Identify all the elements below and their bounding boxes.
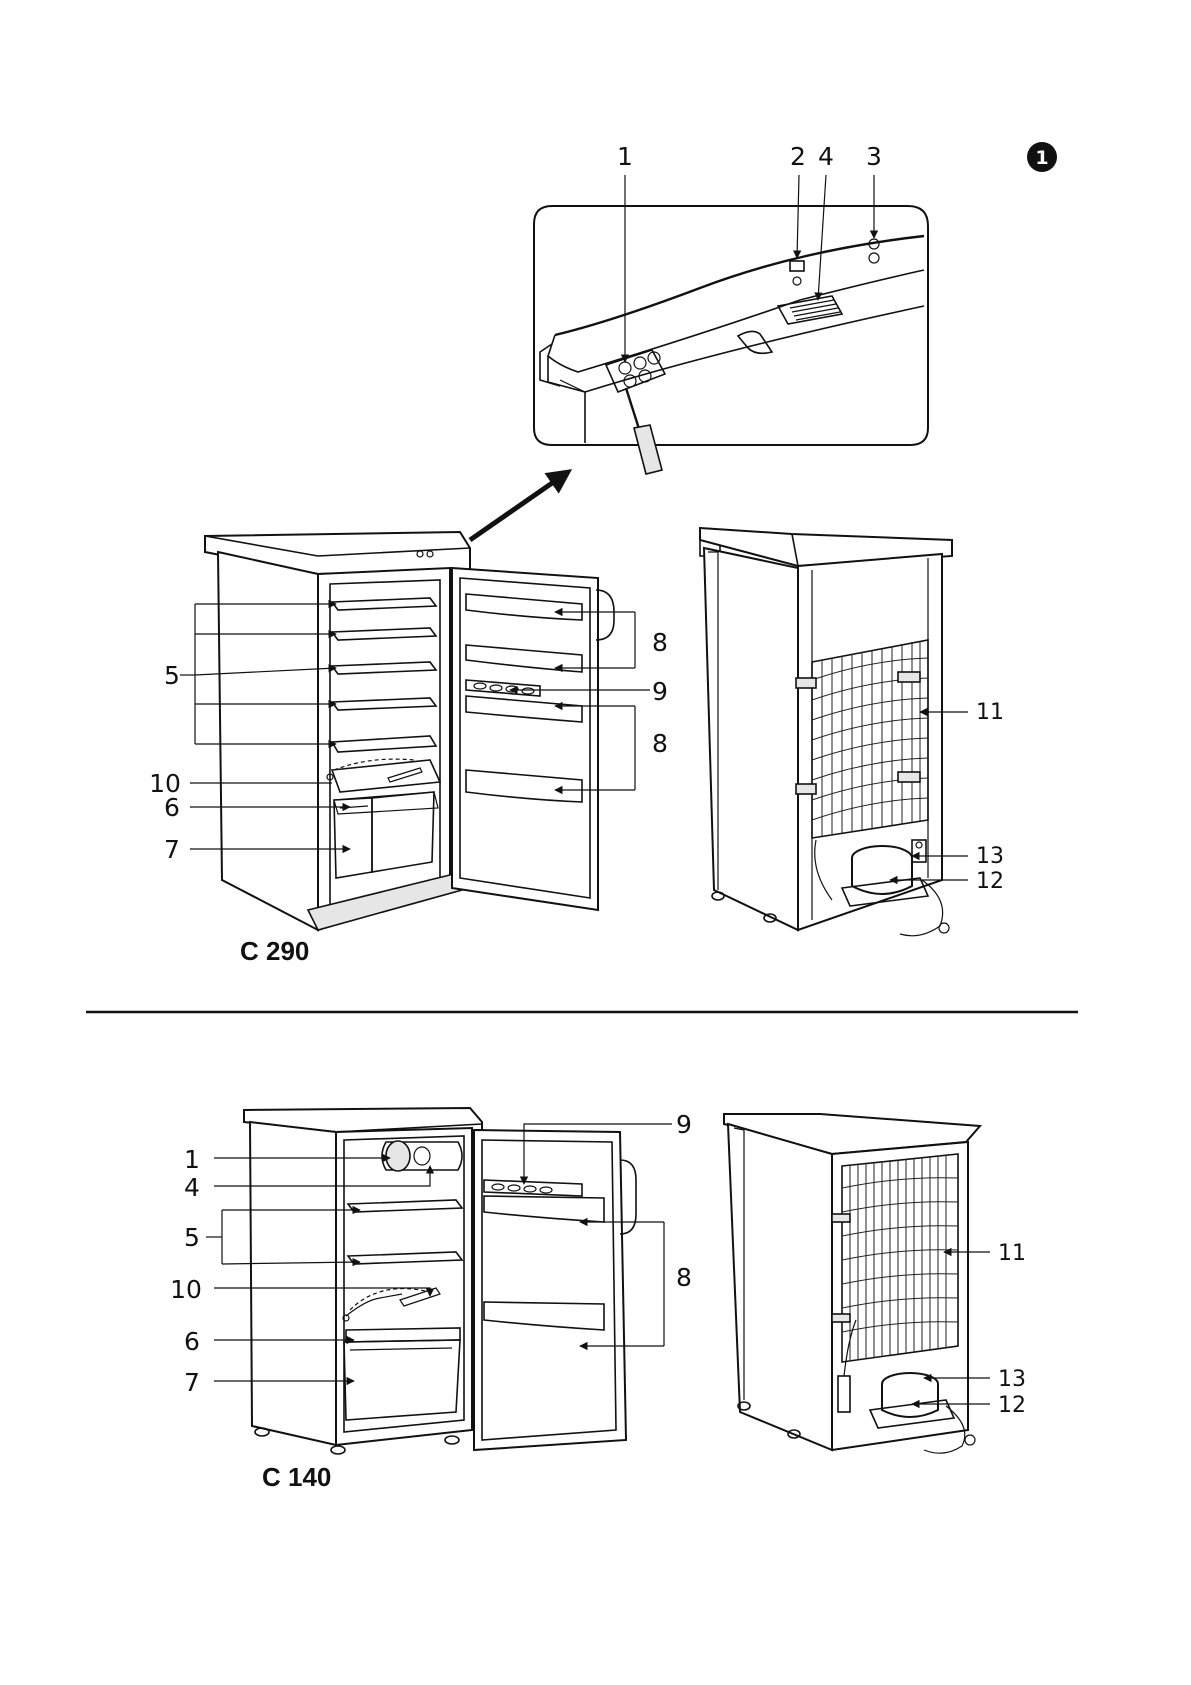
model-name-c140: C 140: [262, 1462, 331, 1492]
label-13: 13: [976, 844, 1004, 869]
detail-label-2: 2: [790, 142, 806, 171]
detail-label-3: 3: [866, 142, 882, 171]
label-6: 6: [164, 793, 180, 822]
label-7: 7: [184, 1368, 200, 1397]
label-12: 12: [998, 1393, 1026, 1418]
label-5: 5: [184, 1223, 200, 1252]
label-7: 7: [164, 835, 180, 864]
label-10: 10: [170, 1275, 202, 1304]
label-6: 6: [184, 1327, 200, 1356]
c140-rear-view: [724, 1114, 980, 1453]
detail-label-4: 4: [818, 142, 834, 171]
figure-number-text: 1: [1035, 147, 1048, 169]
label-8: 8: [676, 1263, 692, 1292]
label-8-upper: 8: [652, 628, 668, 657]
label-12: 12: [976, 869, 1004, 894]
label-8-lower: 8: [652, 729, 668, 758]
label-11: 11: [998, 1241, 1026, 1266]
label-4: 4: [184, 1173, 200, 1202]
label-13: 13: [998, 1367, 1026, 1392]
c140-front-view: [244, 1108, 636, 1454]
model-name-c290: C 290: [240, 936, 309, 966]
label-9: 9: [652, 677, 668, 706]
label-5: 5: [164, 661, 180, 690]
label-11: 11: [976, 700, 1004, 725]
figure-number-badge: 1: [1027, 142, 1057, 172]
c290-rear-view: [700, 528, 952, 936]
label-9: 9: [676, 1110, 692, 1139]
zoom-arrow: [470, 472, 568, 540]
label-1: 1: [184, 1145, 200, 1174]
c290-front-view: [205, 532, 614, 930]
detail-label-1: 1: [617, 142, 633, 171]
control-panel-detail-inset: [534, 175, 928, 474]
